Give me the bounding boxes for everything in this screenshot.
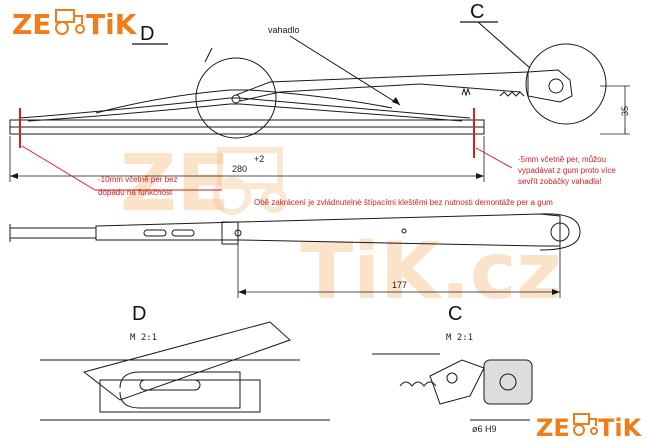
watermark-tractor-icon — [213, 147, 287, 215]
top-view-clip — [221, 221, 239, 245]
detail-c-scale: M 2:1 — [446, 333, 473, 343]
watermark-tik: TiK.cz — [300, 227, 562, 317]
detail-d-slot — [139, 379, 201, 391]
detail-c-hub-hole — [499, 373, 517, 391]
watermark-ze: ZE — [120, 139, 230, 229]
detail-c-spring — [399, 381, 437, 387]
right-note-line2: vypadávat z gum proto více — [518, 166, 616, 175]
top-view-slot-2 — [171, 229, 195, 237]
arm-upper-edge — [235, 71, 529, 96]
height-dimension — [600, 85, 630, 135]
left-note-line1: -10mm včetně per bez — [98, 175, 178, 184]
length-arrow-right — [476, 173, 484, 179]
arm-hub — [527, 69, 573, 103]
arm-side-view — [235, 69, 573, 103]
detail-c-circle — [525, 43, 607, 125]
arm-spring — [499, 91, 525, 97]
length-arrow-left — [10, 173, 18, 179]
logo-tik-text-bottom: TiK — [598, 414, 643, 442]
right-note-line1: -5mm včetně per, můžou — [518, 155, 606, 164]
logo-tik-text: TiK — [86, 8, 138, 41]
blade-side-view — [9, 89, 485, 135]
view-c-leader — [477, 21, 531, 69]
detail-d-frame — [99, 379, 261, 413]
logo-ze-text-bottom: ZE — [536, 414, 570, 442]
detail-c-drawing — [372, 353, 533, 421]
blade-frame-top — [19, 97, 471, 119]
detail-c-pin-diameter: ø6 H9 — [472, 424, 497, 434]
top-view-hub-hole — [550, 222, 570, 242]
length-tolerance: +2 — [254, 154, 264, 164]
tractor-icon — [55, 9, 85, 35]
detail-c-hub — [483, 359, 533, 405]
blade-spring-right — [461, 87, 471, 97]
watermark: ZE TiK.cz — [120, 139, 562, 317]
right-note: -5mm včetně per, můžou vypadávat z gum p… — [475, 147, 616, 186]
logo-ze-text: ZE — [12, 8, 51, 41]
arm-hub-pin — [548, 78, 564, 94]
left-note-line2: dopadu na funkčnost — [98, 188, 173, 197]
view-c-label: C — [470, 1, 484, 23]
left-note-leader — [21, 145, 96, 191]
blade-pivot — [231, 94, 241, 104]
detail-d-label: D — [132, 303, 146, 325]
arm-length-arrow-left — [238, 289, 246, 295]
logo-bottom: ZE TiK — [536, 413, 643, 442]
top-view-rivet — [401, 228, 407, 234]
logo-top: ZE TiK — [12, 8, 138, 41]
right-note-line3: sevřít zobáčky vahadla! — [518, 177, 602, 186]
detail-d-yoke — [82, 321, 291, 401]
center-note: Obě zakrácení je zvládnutelné štípacími … — [254, 198, 553, 207]
arm-length-value: 177 — [392, 280, 407, 290]
length-value: 280 — [232, 164, 247, 174]
detail-c-label: C — [448, 303, 462, 325]
detail-c-lever — [429, 359, 485, 405]
view-d-leader — [204, 47, 213, 63]
height-value: 35 — [620, 106, 630, 116]
view-d-label: D — [140, 23, 154, 45]
arm-length-arrow-right — [552, 289, 560, 295]
top-view-slot-1 — [143, 229, 167, 237]
right-note-leader — [475, 147, 513, 169]
length-dimension — [9, 136, 485, 182]
detail-d-circle — [195, 57, 277, 139]
arm-length-dimension — [237, 240, 561, 298]
arm-label-arrow — [392, 97, 400, 105]
arm-lower-edge — [239, 83, 521, 102]
left-note: -10mm včetně per bez dopadu na funkčnost — [21, 145, 222, 197]
top-view-blade-end — [9, 227, 97, 239]
top-view-pivot — [234, 229, 242, 237]
detail-d-scale: M 2:1 — [130, 333, 157, 343]
blade-frame-bottom — [27, 103, 463, 122]
height-prefix: ~ — [620, 127, 630, 132]
tractor-icon-bottom — [573, 413, 598, 436]
arm-label-leader — [289, 35, 401, 106]
detail-d-clip — [119, 371, 241, 409]
arm-label: vahadlo — [268, 25, 300, 35]
detail-d-drawing — [40, 321, 330, 421]
blade-yoke — [95, 89, 393, 114]
detail-c-lever-pin — [446, 372, 458, 384]
